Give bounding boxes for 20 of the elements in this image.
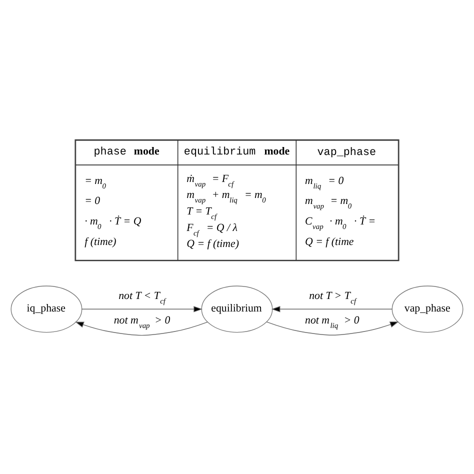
- label: phase mode: [94, 145, 160, 158]
- label: vap_phase: [317, 146, 376, 159]
- label: m$_{vap}$ = m$_{0}$: [305, 194, 352, 210]
- label: equilibrium mode: [184, 145, 290, 158]
- label: = m$_{0}$: [84, 174, 106, 190]
- label: ṁ$_{vap}$ = F$_{cf}$: [186, 172, 234, 188]
- label: Q = f (time): [186, 238, 239, 250]
- label: C$_{vap}$ · m$_{0}$ · Ṫ =: [305, 215, 376, 231]
- label: f (time): [84, 236, 116, 248]
- label: Q = f (time: [305, 236, 354, 248]
- edge-label: not T > T$_{cf}$: [309, 289, 356, 305]
- label: F$_{cf}$ = Q / λ: [186, 221, 238, 237]
- label: m$_{vap}$ + m$_{liq}$ = m$_{0}$: [186, 188, 266, 204]
- edge-label: not m$_{vap}$ > 0: [114, 314, 170, 330]
- label: T = T$_{cf}$: [186, 204, 217, 220]
- edge-label: not m$_{liq}$ > 0: [305, 314, 360, 330]
- edge-label: not T < T$_{cf}$: [118, 289, 166, 305]
- label: · m$_{0}$ · Ṫ = Q: [84, 215, 142, 231]
- label: = 0: [84, 194, 100, 207]
- label: m$_{liq}$ = 0: [305, 174, 344, 190]
